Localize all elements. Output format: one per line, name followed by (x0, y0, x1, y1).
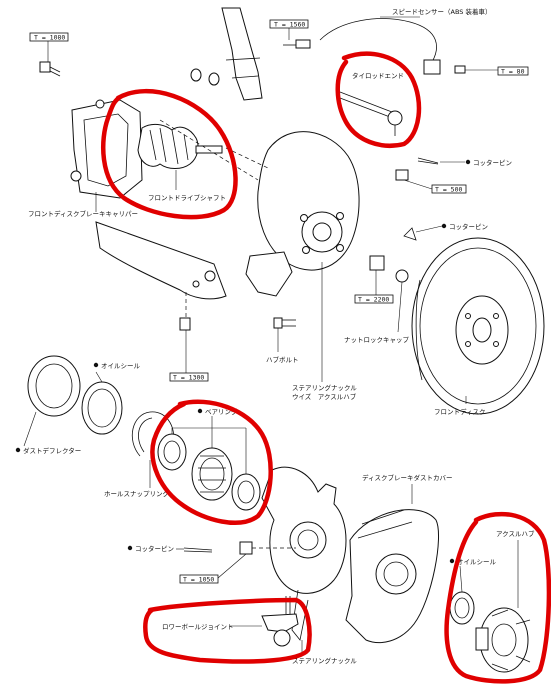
label-cotter-pin-mid: コッターピン (449, 222, 488, 231)
torque-value: T = 1080 (34, 34, 65, 42)
highlight-lower-ball-joint (143, 597, 312, 664)
label-knuckle-with-axle-hub-line2: ウイズ アクスルハブ (292, 392, 357, 401)
brake-caliper: フロントディスクブレーキキャリパー (28, 99, 143, 218)
axle-hub: アクスルハブ (475, 529, 535, 673)
label-front-disc: フロントディスク (434, 407, 486, 416)
torque-value: T = 1560 (274, 21, 305, 29)
label-hub-bolt: ハブボルト (266, 355, 299, 364)
torque-value: T = 1050 (183, 576, 214, 584)
nut-lock-cap: コッターピン ナットロックキャップ (344, 222, 488, 344)
label-nut-lock-cap: ナットロックキャップ (344, 336, 410, 344)
label-speed-sensor: スピードセンサー（ABS 装着車） (392, 7, 491, 16)
caliper-bolt (39, 41, 61, 77)
highlight-annotations (101, 51, 551, 684)
torque-spec-1560: T = 1560 (269, 19, 309, 29)
dust-deflector: ダストデフレクター (15, 355, 81, 455)
hole-snap-ring: ホールスナップリング (104, 411, 175, 498)
label-steering-knuckle: ステアリングナックル (292, 656, 357, 665)
hub-bolt: ハブボルト (266, 317, 299, 364)
front-disc: フロントディスク (411, 237, 545, 416)
label-oil-seal-left: オイルシール (101, 362, 141, 370)
label-bearing: ベアリング (205, 407, 238, 416)
torque-box-frame (169, 372, 209, 382)
label-axle-hub: アクスルハブ (496, 529, 535, 538)
torque-value: T = 500 (435, 186, 462, 194)
label-front-disc-brake-caliper: フロントディスクブレーキキャリパー (28, 209, 138, 218)
torque-spec-1050: T = 1050 (179, 574, 219, 584)
tie-rod-end: タイロッドエンド (339, 71, 404, 136)
oil-seal-left: オイルシール (81, 362, 141, 435)
disc-brake-dust-cover: ディスクブレーキダストカバー (345, 473, 453, 644)
speed-sensor: スピードセンサー（ABS 装着車） (319, 7, 498, 75)
torque-spec-1080: T = 1080 (29, 32, 69, 42)
label-tie-rod-end: タイロッドエンド (352, 71, 404, 80)
cotter-pin-bottom: コッターピン (127, 541, 296, 579)
torque-box-frame (497, 66, 529, 76)
strut-assembly (190, 7, 311, 101)
torque-value: T = 80 (501, 68, 525, 76)
label-hole-snap-ring: ホールスナップリング (104, 489, 170, 498)
highlight-bearing (150, 399, 273, 525)
torque-spec-80: T = 80 (497, 66, 529, 76)
torque-value: T = 1300 (173, 374, 204, 382)
torque-box-frame (354, 294, 394, 304)
cotter-pin-top: コッターピン (395, 157, 512, 190)
label-knuckle-with-axle-hub-line1: ステアリングナックル (292, 383, 357, 392)
highlight-tie-rod-end (335, 51, 422, 148)
torque-value: T = 2200 (358, 296, 389, 304)
steering-knuckle-lower: ステアリングナックル (261, 466, 357, 665)
lower-ball-joint: ロワーボールジョイント (162, 596, 299, 647)
label-dust-deflector: ダストデフレクター (23, 446, 81, 455)
torque-spec-1300: T = 1300 (169, 372, 209, 382)
label-oil-seal-right: オイルシール (457, 558, 497, 566)
highlight-drive-shaft (101, 88, 238, 220)
torque-box-frame (29, 32, 69, 42)
torque-spec-500: T = 500 (431, 184, 467, 194)
label-front-drive-shaft: フロントドライブシャフト (148, 193, 226, 202)
label-cotter-pin-bottom: コッターピン (135, 544, 174, 553)
torque-spec-2200: T = 2200 (354, 294, 394, 304)
bearing-set: ベアリング (157, 407, 261, 511)
label-lower-ball-joint: ロワーボールジョイント (162, 623, 234, 631)
label-disc-brake-dust-cover: ディスクブレーキダストカバー (362, 473, 453, 482)
lower-arm (95, 221, 227, 373)
highlight-axle-hub (444, 511, 551, 684)
knuckle-with-axle-hub: ステアリングナックル ウイズ アクスルハブ (159, 119, 360, 401)
torque-box-frame (179, 574, 219, 584)
front-drive-shaft: フロントドライブシャフト (137, 123, 226, 202)
label-cotter-pin-top: コッターピン (473, 158, 512, 167)
